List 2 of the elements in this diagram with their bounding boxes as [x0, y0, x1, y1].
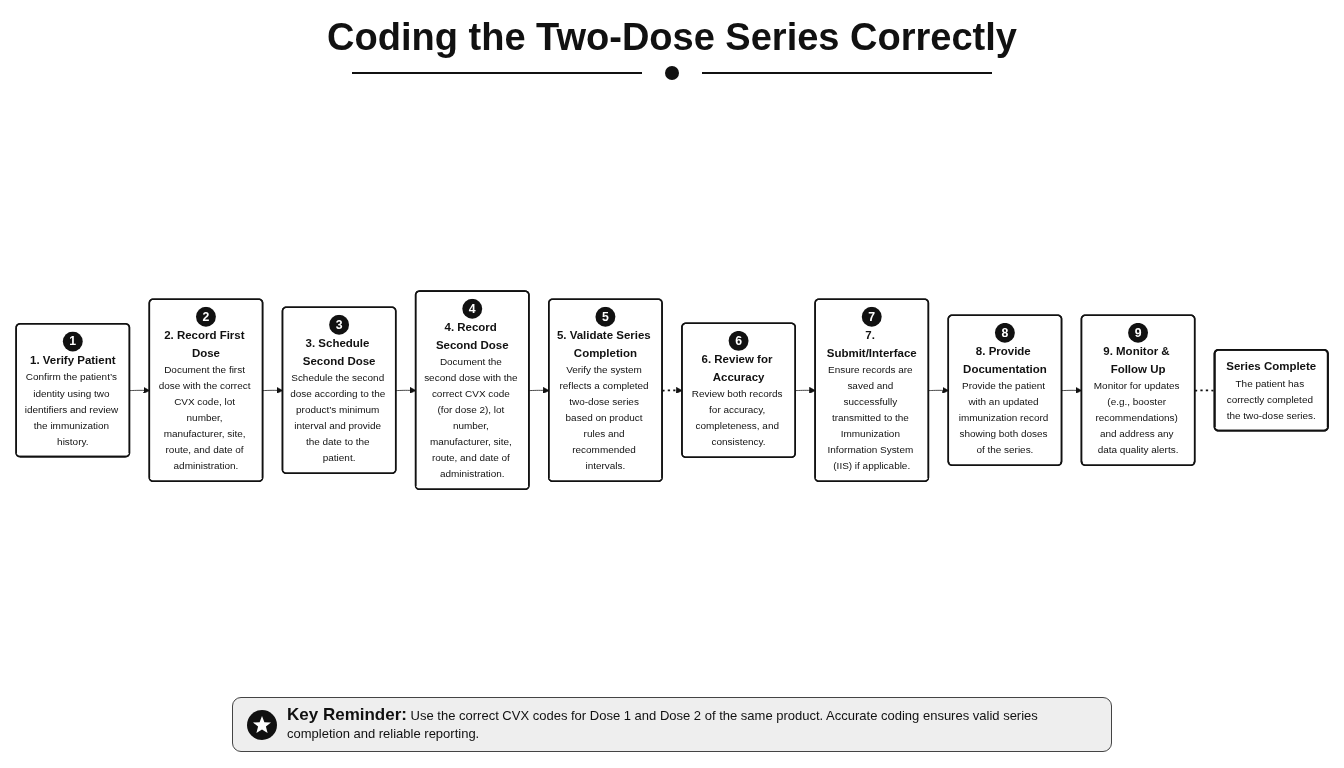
reminder-text: Key Reminder: Use the correct CVX codes for Dose 1 and Dose 2 of the same product. Accurate coding ensures valid series completion and reliable reporting. [287, 706, 1039, 743]
diagram-title: Coding the Two-Dose Series Correctly [327, 15, 1017, 60]
